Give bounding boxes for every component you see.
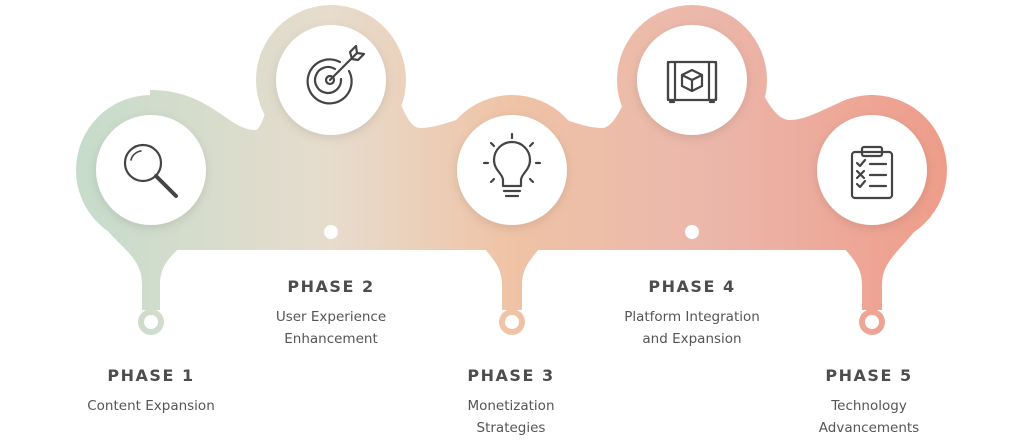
phase-3-label: PHASE 3 Monetization Strategies [401, 366, 621, 439]
phase-2-desc-line-2: Enhancement [284, 331, 378, 347]
phase-5-description: Technology Advancements [759, 395, 979, 439]
phase-5-desc-line-2: Advancements [818, 420, 920, 436]
phase-5-circle [817, 115, 927, 225]
phase-2-title: PHASE 2 [287, 277, 375, 296]
phase-5-title: PHASE 5 [825, 366, 913, 385]
phase-5-label: PHASE 5 Technology Advancements [759, 366, 979, 439]
phase-3-title: PHASE 3 [467, 366, 555, 385]
phase-4-desc-line-1: Platform Integration [624, 309, 760, 325]
phase-1-title: PHASE 1 [107, 366, 195, 385]
phase-2-desc-line-1: User Experience [275, 309, 387, 325]
phase-4-description: Platform Integration and Expansion [582, 306, 802, 350]
phase-1-circle [96, 115, 206, 225]
lightbulb-icon [482, 132, 542, 198]
phase-2-label: PHASE 2 User Experience Enhancement [221, 277, 441, 350]
phase-3-desc-line-1: Monetization [467, 398, 555, 414]
phase-1-label: PHASE 1 Content Expansion [41, 366, 261, 417]
phase-1-desc-line-1: Content Expansion [87, 398, 215, 414]
magnifier-icon [123, 143, 178, 198]
phase-4-label: PHASE 4 Platform Integration and Expansi… [582, 277, 802, 350]
phase-4-title: PHASE 4 [648, 277, 736, 296]
phase-2-description: User Experience Enhancement [221, 306, 441, 350]
phase-3-circle [457, 115, 567, 225]
phase-1-description: Content Expansion [41, 395, 261, 417]
phase-4-desc-line-2: and Expansion [642, 331, 742, 347]
phase-3-description: Monetization Strategies [401, 395, 621, 439]
phase-5-desc-line-1: Technology [831, 398, 907, 414]
map-box-icon [666, 60, 718, 104]
target-arrow-icon [306, 44, 366, 105]
phase-3-desc-line-2: Strategies [476, 420, 546, 436]
clipboard-checklist-icon [850, 145, 894, 200]
